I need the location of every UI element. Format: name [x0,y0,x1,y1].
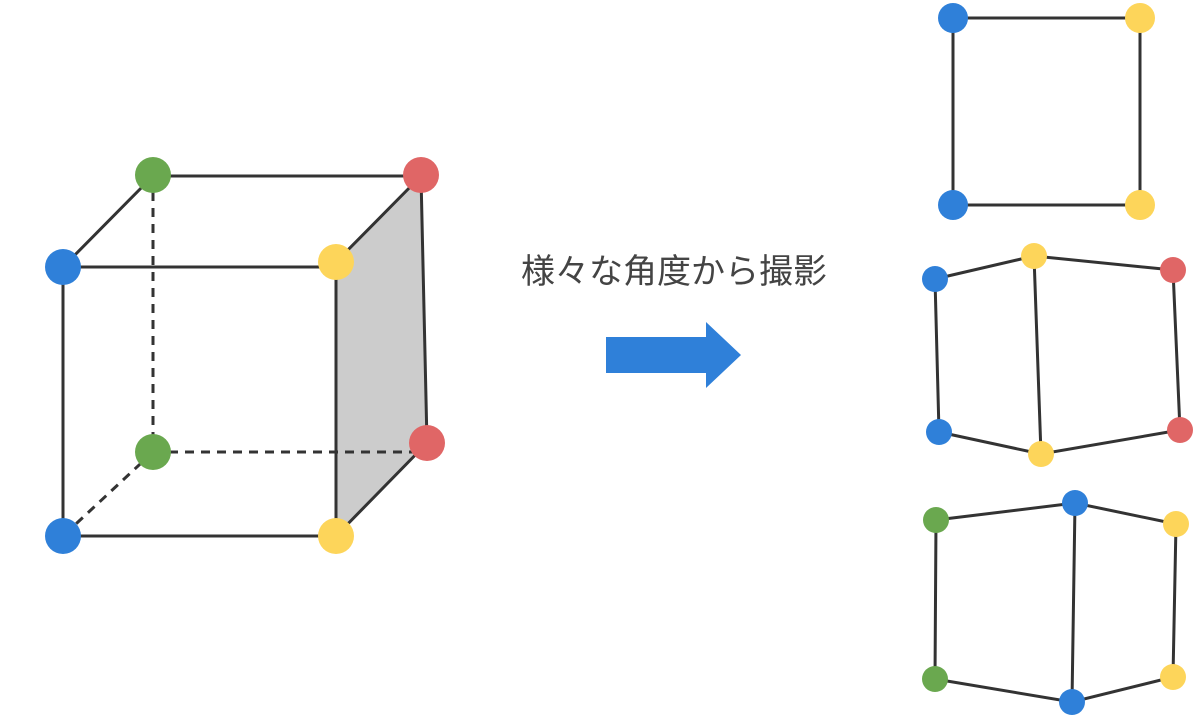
projection-3-vertex-green-bottom [922,666,948,692]
projection-3-bottom-edges [933,675,1175,704]
right-arrow-icon [606,322,741,388]
cube-vertex-red-bottom [409,425,445,461]
projection-front-outline [951,16,1142,207]
projection-angled-view-1 [922,243,1193,467]
cube-hidden-edge-diagonal [61,450,155,538]
cube-vertex-green-bottom [135,434,171,470]
projection-2-vertex-yellow-bottom [1028,441,1054,467]
projection-front-vertex-blue-bottom [938,190,968,220]
cube-vertex-yellow-top [318,244,354,280]
projection-3-vertex-green-top [923,507,949,533]
projection-3-top-edges [934,501,1178,526]
projection-3-left-edge [933,518,938,681]
cube-edge-top-right [334,174,423,264]
projection-3-vertex-blue-bottom [1059,689,1085,715]
cube-vertex-blue-bottom [45,518,81,554]
projection-3-vertex-yellow-bottom [1160,664,1186,690]
projection-2-vertex-red-bottom [1167,417,1193,443]
projection-front-vertex-yellow-bottom [1125,190,1155,220]
arrow-shape [606,322,741,388]
projection-front-view [938,3,1155,220]
projection-2-right-edge [1171,268,1182,432]
cube-3d [45,157,445,554]
projection-angled-view-2 [922,490,1189,715]
projection-3-right-edge [1171,522,1178,679]
projection-2-bottom-edges [937,428,1182,456]
cube-edge-top-left [61,174,155,269]
projection-3-vertex-blue-top [1062,490,1088,516]
projection-3-vertex-yellow-top [1163,511,1189,537]
cube-vertex-red-top [403,157,439,193]
projection-2-left-edge [933,277,941,434]
cube-vertex-green-top [135,157,171,193]
projection-2-vertex-red-top [1160,257,1186,283]
cube-vertex-yellow-bottom [318,518,354,554]
caption-label: 様々な角度から撮影 [521,252,827,292]
cube-edge-bottom-right [334,441,429,538]
cube-shaded-face [336,175,427,536]
projection-2-vertex-yellow-top [1021,243,1047,269]
projection-3-middle-edge [1070,501,1077,704]
projection-2-vertex-blue-top [922,266,948,292]
projection-2-vertex-blue-bottom [926,419,952,445]
cube-vertex-blue-top [45,249,81,285]
projection-2-top-edges [933,254,1175,281]
projection-front-vertex-blue-top [938,3,968,33]
cube-edge-back-right [419,174,429,445]
projection-front-vertex-yellow-top [1125,3,1155,33]
projection-2-middle-edge [1032,254,1043,456]
